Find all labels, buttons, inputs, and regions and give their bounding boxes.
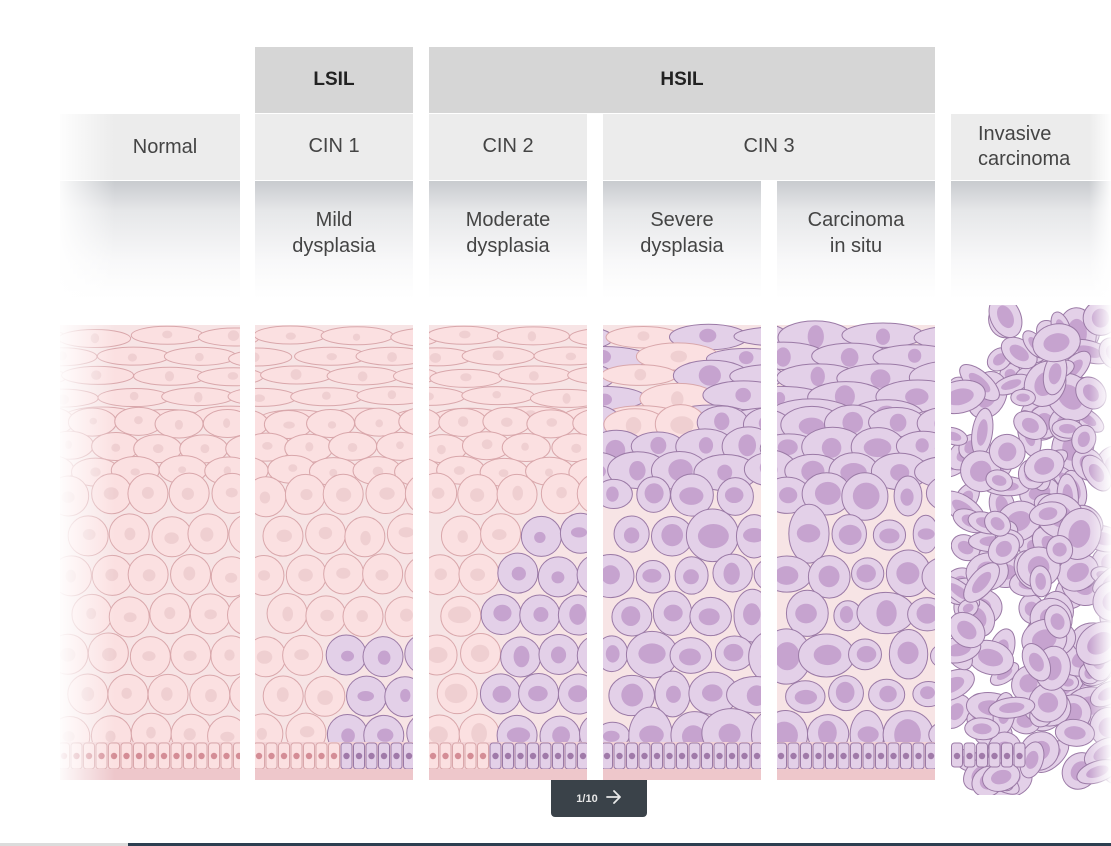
stage-header-cin2: CIN 2	[429, 114, 587, 180]
tissue-illustration-normal	[60, 325, 240, 780]
stage-header-cin3: CIN 3	[603, 114, 935, 180]
arrow-right-icon	[605, 790, 622, 807]
desc-moderate-line1: Moderate	[465, 209, 551, 231]
stage-label-cin1: CIN 1	[308, 135, 360, 157]
desc-moderate-line2: dysplasia	[466, 235, 550, 257]
desc-cis-line2: in situ	[829, 235, 883, 257]
stage-label-cin3: CIN 3	[743, 135, 795, 157]
desc-invasive	[951, 181, 1111, 305]
desc-severe: Severe dysplasia	[603, 181, 761, 305]
tissue-illustration-mild	[255, 325, 413, 780]
stage-label-invasive-line1: Invasive	[978, 123, 1052, 145]
pager-count: 1/10	[576, 792, 598, 805]
tissue-illustration-moderate	[429, 325, 587, 780]
desc-cis-line1: Carcinoma	[807, 209, 905, 231]
desc-severe-line2: dysplasia	[640, 235, 724, 257]
progress-track	[128, 843, 1111, 846]
desc-mild-line1: Mild	[315, 209, 353, 231]
tissue-illustration-severe	[603, 323, 761, 780]
stage-header-normal: Normal	[60, 114, 240, 180]
stage-header-cin1: CIN 1	[255, 114, 413, 180]
stage-header-invasive: Invasive carcinoma	[951, 114, 1111, 180]
desc-moderate: Moderate dysplasia	[429, 181, 587, 305]
tissue-panel-severe	[603, 305, 761, 780]
tissue-panel-mild	[255, 305, 413, 780]
tissue-panel-normal	[60, 305, 240, 780]
lsil-label: LSIL	[313, 69, 355, 90]
hsil-header: HSIL	[429, 47, 935, 113]
tissue-illustration-cis	[777, 320, 935, 780]
desc-normal	[60, 181, 240, 305]
lsil-header: LSIL	[255, 47, 413, 113]
tissue-panel-moderate	[429, 305, 587, 780]
stage-label-cin2: CIN 2	[482, 135, 534, 157]
hsil-label: HSIL	[660, 69, 704, 90]
desc-mild: Mild dysplasia	[255, 181, 413, 305]
desc-severe-line1: Severe	[650, 209, 714, 231]
tissue-panel-invasive	[951, 305, 1111, 795]
tissue-illustration-invasive	[951, 305, 1111, 795]
stage-label-normal: Normal	[132, 135, 198, 158]
next-slide-button[interactable]: 1/10	[551, 780, 647, 817]
desc-mild-line2: dysplasia	[292, 235, 376, 257]
tissue-panel-cis	[777, 305, 935, 780]
stage-label-invasive-line2: carcinoma	[978, 148, 1071, 170]
desc-carcinoma-in-situ: Carcinoma in situ	[777, 181, 935, 305]
